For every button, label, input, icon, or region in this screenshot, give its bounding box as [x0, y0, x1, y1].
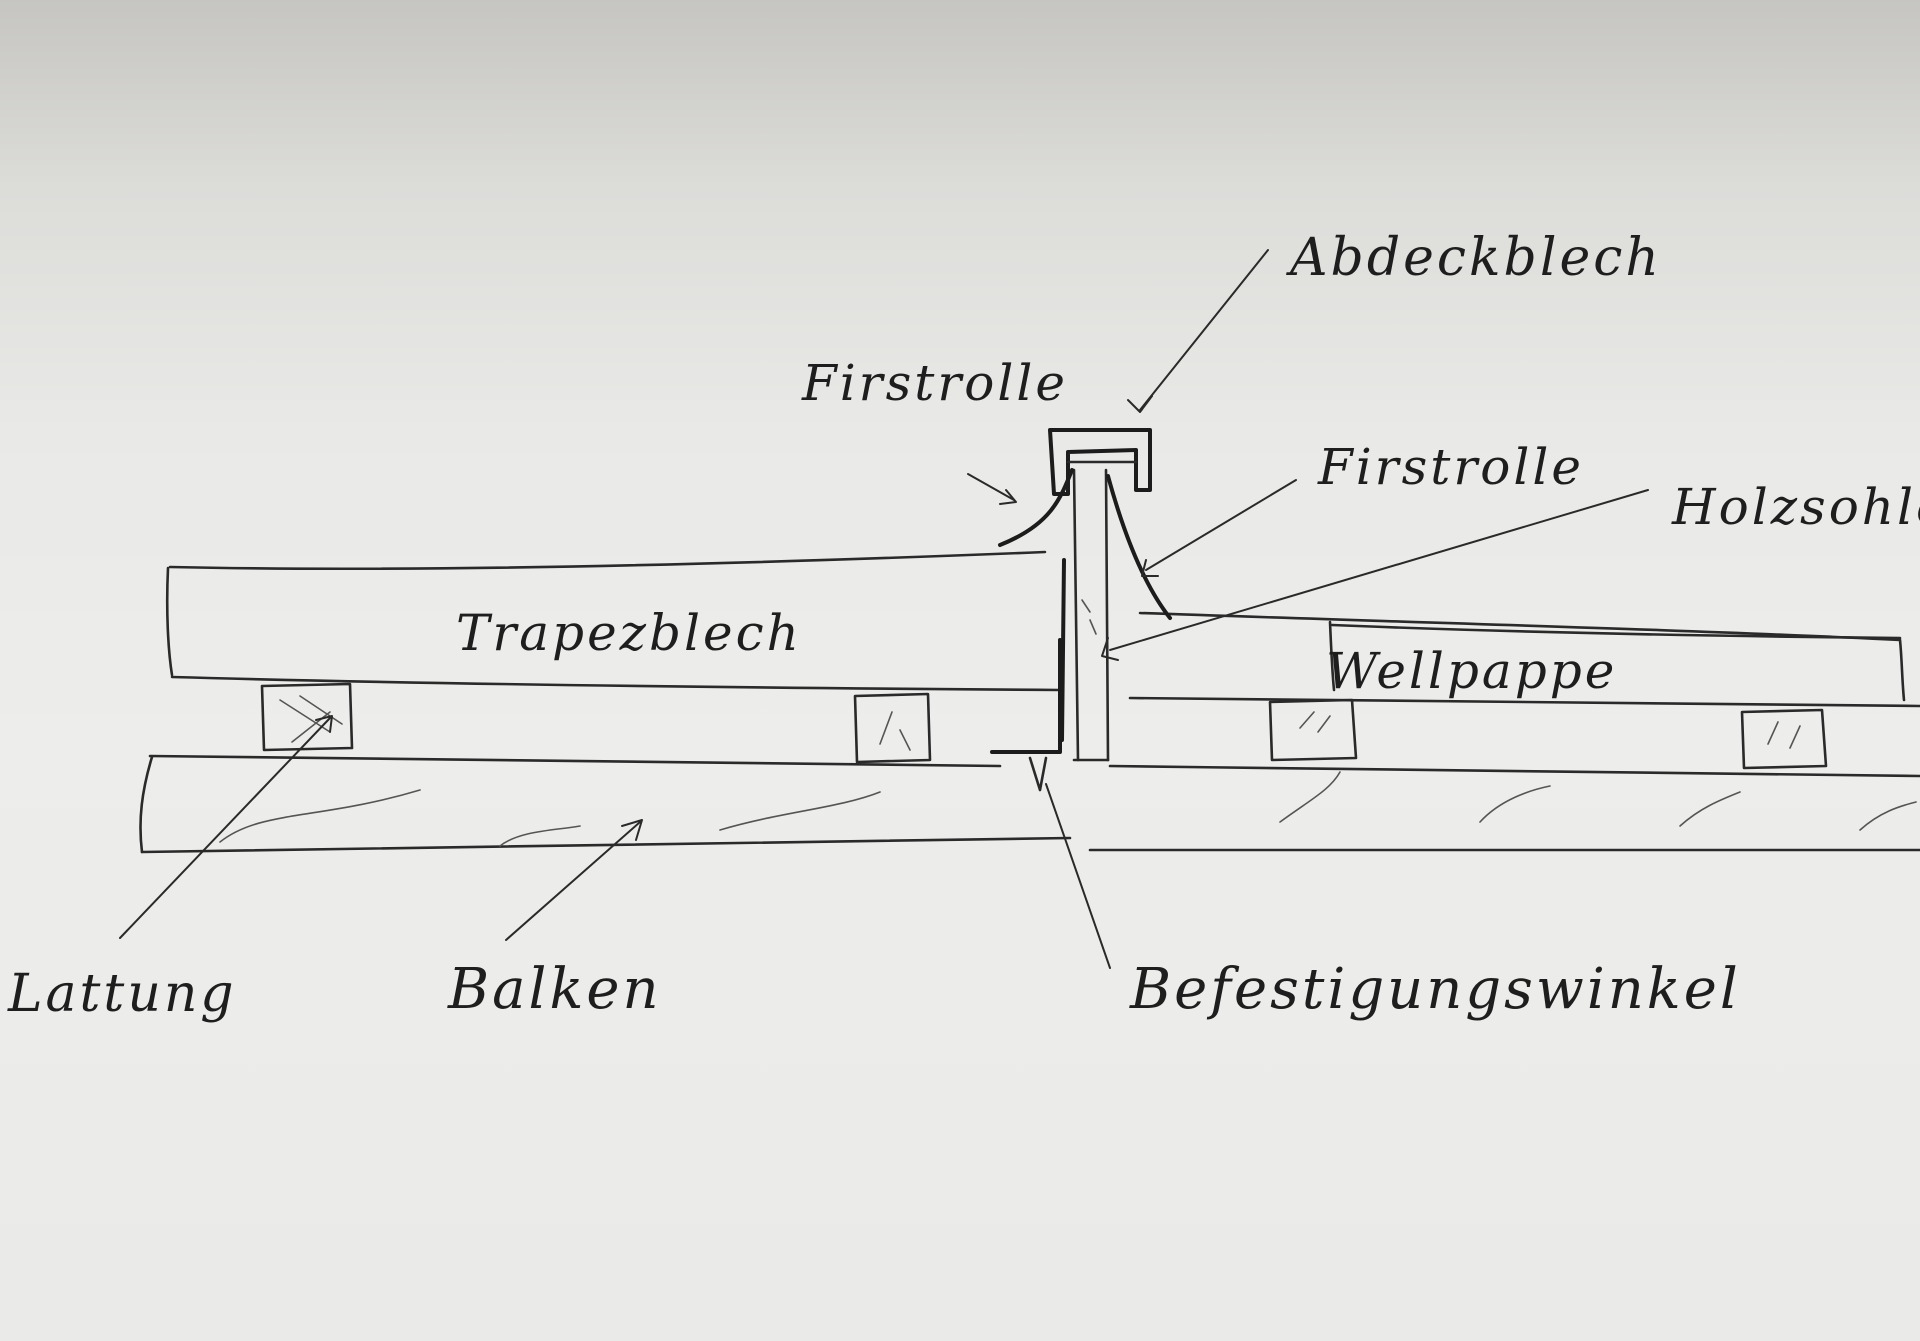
label-firstrolle-left: Firstrolle: [802, 354, 1068, 412]
label-befestigungswinkel: Befestigungswinkel: [1130, 957, 1741, 1022]
label-firstrolle-right: Firstrolle: [1318, 438, 1584, 496]
label-trapezblech: Trapezblech: [456, 604, 802, 662]
abdeckblech-cap: [1048, 428, 1152, 496]
label-lattung: Lattung: [8, 964, 237, 1024]
label-balken: Balken: [448, 957, 662, 1022]
holzsohle-upright: [1072, 468, 1110, 762]
leader-lines: [119, 249, 1649, 969]
trapezblech-panel: [165, 550, 1062, 692]
label-wellpappe: Wellpappe: [1326, 642, 1618, 700]
wellpappe-panel: [1128, 611, 1920, 708]
label-abdeckblech: Abdeckblech: [1290, 228, 1662, 288]
balken-beam: [139, 754, 1920, 854]
lattung-battens: [260, 682, 1828, 770]
befestigungswinkel-bracket: [990, 638, 1062, 792]
label-holzsohle: Holzsohle: [1672, 478, 1920, 536]
